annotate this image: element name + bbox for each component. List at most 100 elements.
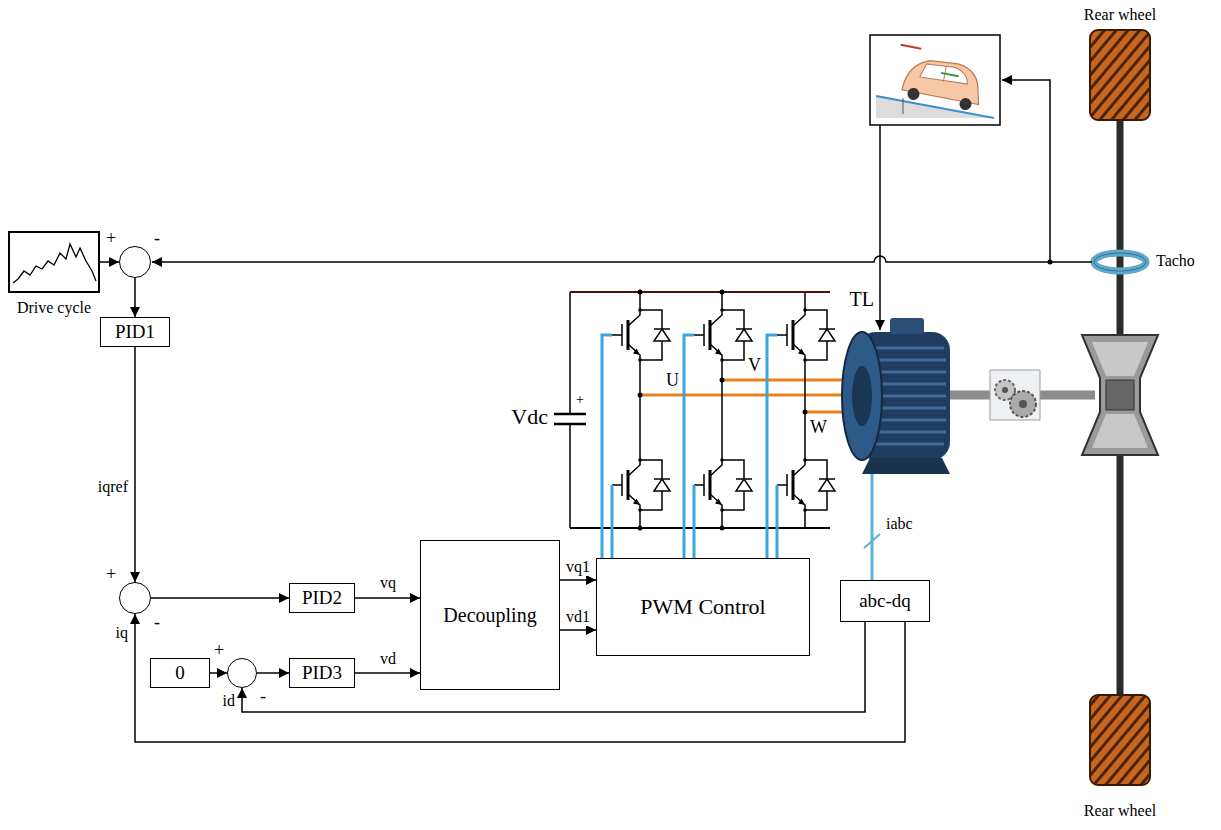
signal-connector [151, 597, 289, 599]
gearbox-icon [1019, 400, 1027, 408]
tacho-sensor [1094, 253, 1146, 271]
inverter-legs [777, 450, 835, 520]
load-torque-wire [880, 125, 881, 330]
differential [1106, 380, 1134, 410]
motor-current-cable [864, 474, 880, 580]
motor-picture [890, 318, 924, 334]
speed-feedback-wire [152, 256, 1092, 262]
sign-label: + [214, 641, 224, 659]
differential [1082, 335, 1158, 455]
motor-picture [862, 458, 950, 474]
block-label: PID2 [302, 587, 342, 609]
signal-label: vq1 [565, 558, 591, 576]
vehicle-dynamics-picture [902, 54, 985, 104]
sign-label: + [106, 229, 116, 247]
phase-wires [640, 394, 852, 397]
phase-wires [722, 379, 852, 382]
inverter-legs [612, 450, 670, 520]
vehicle-dynamics-picture [906, 87, 920, 101]
speed-profile-curve [13, 244, 96, 283]
block-label: Decoupling [443, 604, 536, 627]
torque-label: TL [850, 288, 874, 311]
vehicle-dynamics-picture [891, 45, 987, 113]
signal-label: vd [379, 650, 397, 668]
signal-connector [257, 672, 289, 674]
inverter-legs [694, 450, 752, 520]
vehicle-dynamics-picture [920, 61, 970, 86]
signal-connector [100, 261, 119, 263]
current-label: iabc [886, 515, 913, 533]
block-label: PID3 [302, 662, 342, 684]
decoupling-block: Decoupling [420, 540, 560, 690]
differential [1082, 335, 1158, 455]
vehicle-dynamics-picture [941, 73, 959, 76]
motor-picture [852, 366, 872, 426]
connectors [100, 262, 905, 742]
inverter-legs [777, 300, 835, 370]
graph-frame [9, 232, 99, 292]
transform-block: abc-dq [840, 580, 930, 622]
voltage-label: Vdc [511, 404, 548, 429]
inverter-legs [612, 300, 670, 370]
dc-link [554, 414, 586, 424]
reference-box: 0 [150, 658, 210, 688]
dc-link [570, 291, 830, 293]
signal-connector [134, 278, 136, 317]
signal-connector [355, 597, 420, 599]
gate-signal-wires [684, 335, 694, 558]
sign-label: - [154, 613, 160, 631]
block-title: Drive cycle [17, 299, 91, 317]
pid-block: PID3 [289, 658, 355, 688]
dc-link [569, 292, 571, 528]
vehicle-dynamics-picture [958, 97, 972, 111]
tacho-sensor [1094, 253, 1146, 271]
inverter-legs [720, 290, 725, 295]
signal-label: vd1 [565, 608, 591, 626]
summing-junction: +- [119, 246, 151, 278]
gate-signal-wires [767, 335, 777, 558]
sign-label: - [260, 687, 266, 705]
inverter-legs [638, 290, 643, 295]
vehicle-dynamics-picture [901, 45, 922, 49]
pid-block: PID2 [289, 583, 355, 613]
differential [1092, 414, 1148, 448]
polarity-sign: + [576, 392, 584, 408]
load-torque-wire [879, 125, 881, 330]
speed-feedback-wire [1048, 260, 1053, 265]
inverter-legs [640, 292, 805, 528]
vehicle-dynamics-picture [870, 35, 1000, 125]
wheel-label: Rear wheel [1084, 6, 1156, 24]
signal-connector [560, 629, 596, 631]
block-label: abc-dq [859, 590, 911, 612]
vehicle-dynamics-picture [903, 98, 904, 114]
gate-signal-wires [602, 335, 777, 558]
gearbox-icon [1002, 387, 1008, 393]
signal-label: id [222, 692, 236, 710]
rear-wheel [1090, 30, 1150, 120]
speed-feedback-wire [1002, 80, 1050, 262]
inverter-legs [638, 526, 643, 531]
summing-junction: +- [227, 658, 257, 688]
wheel-label: Rear wheel [1084, 802, 1156, 820]
sign-label: + [106, 565, 116, 583]
signal-label: vq [379, 574, 397, 592]
gate-signal-wires [602, 335, 612, 558]
pwm-block: PWM Control [596, 558, 810, 656]
vehicle-dynamics-picture [870, 35, 1000, 125]
phase-label: W [810, 417, 827, 438]
dc-link [570, 527, 830, 529]
motor-picture [842, 332, 882, 460]
sign-label: - [154, 229, 160, 247]
rear-wheel [1090, 30, 1150, 785]
phase-label: V [748, 355, 761, 376]
dc-link [554, 292, 830, 528]
block-label: 0 [175, 662, 185, 684]
signal-connector [560, 579, 596, 581]
differential [1092, 342, 1148, 376]
gearbox-icon [990, 370, 1040, 420]
signal-label: iq [115, 624, 129, 642]
gearbox-icon [1010, 391, 1036, 417]
sensor-label: Tacho [1156, 252, 1195, 270]
